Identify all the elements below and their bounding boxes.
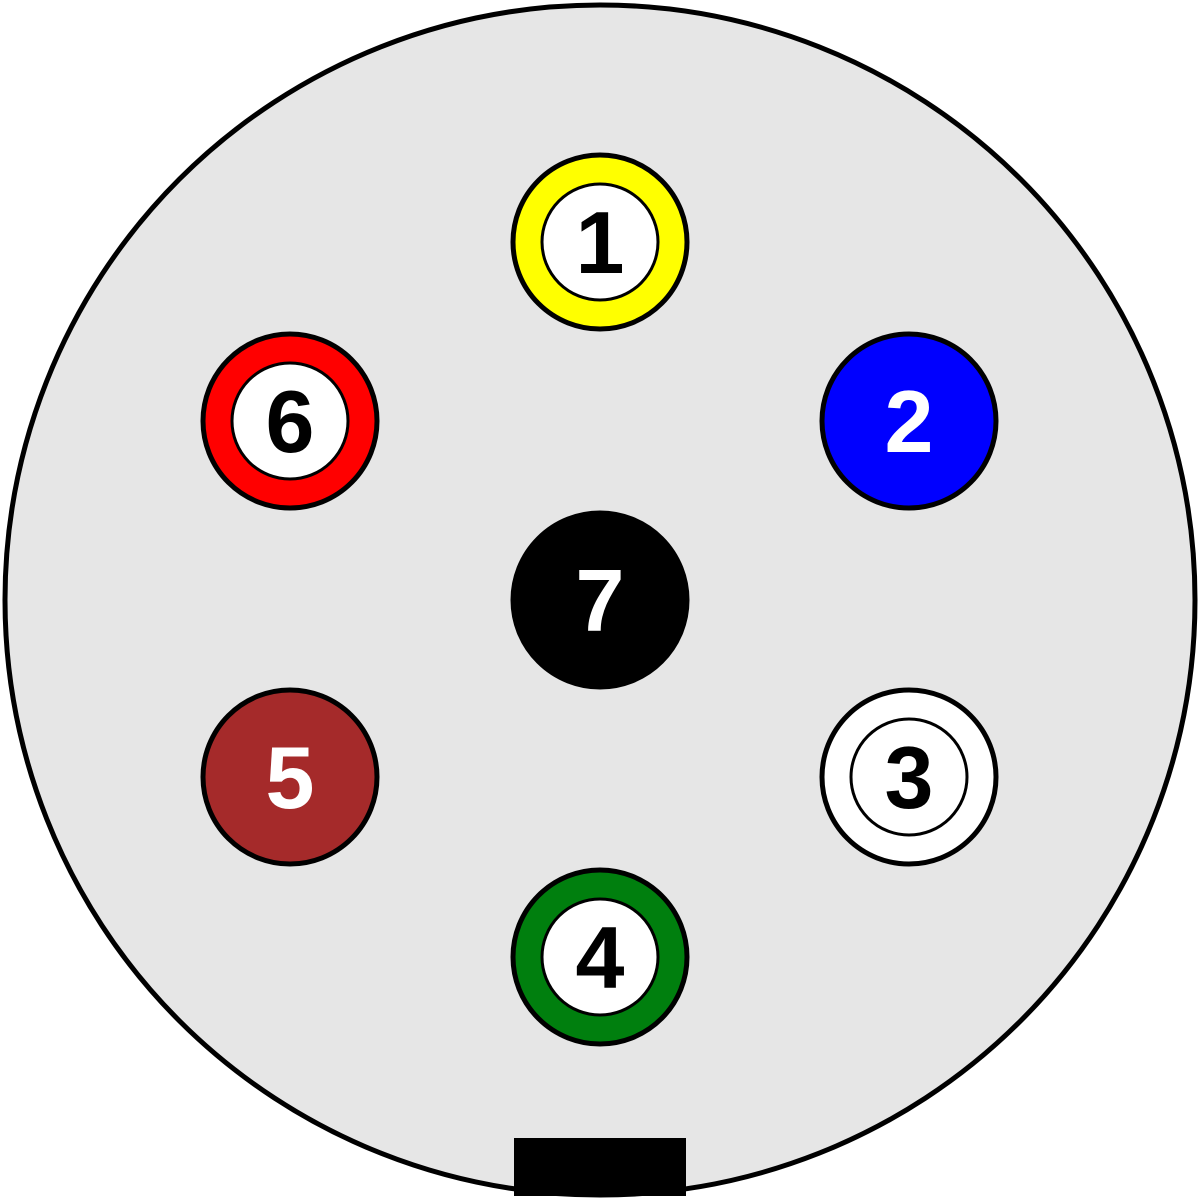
pin-7-label: 7 <box>576 551 625 650</box>
connector-key-notch <box>514 1138 686 1196</box>
pin-3: 3 <box>819 687 999 867</box>
pin-3-center <box>849 717 969 837</box>
pin-1-label: 1 <box>576 193 625 292</box>
pin-1: 1 <box>510 152 690 332</box>
pin-6: 6 <box>200 331 380 511</box>
pin-2-label: 2 <box>885 372 934 471</box>
pin-2: 2 <box>819 331 999 511</box>
pin-4: 4 <box>510 867 690 1047</box>
pin-2-ring <box>819 331 999 511</box>
pin-6-center <box>230 361 350 481</box>
pin-1-center <box>540 182 660 302</box>
pin-4-label: 4 <box>576 908 625 1007</box>
pin-3-label: 3 <box>885 728 934 827</box>
pin-6-label: 6 <box>266 372 315 471</box>
pins-layer: 1 2 3 4 5 6 7 <box>200 152 999 1047</box>
pin-7-ring <box>510 510 690 690</box>
pin-7: 7 <box>510 510 690 690</box>
pin-5-label: 5 <box>266 728 315 827</box>
pin-4-center <box>540 897 660 1017</box>
pin-5: 5 <box>200 687 380 867</box>
pin-5-ring <box>200 687 380 867</box>
